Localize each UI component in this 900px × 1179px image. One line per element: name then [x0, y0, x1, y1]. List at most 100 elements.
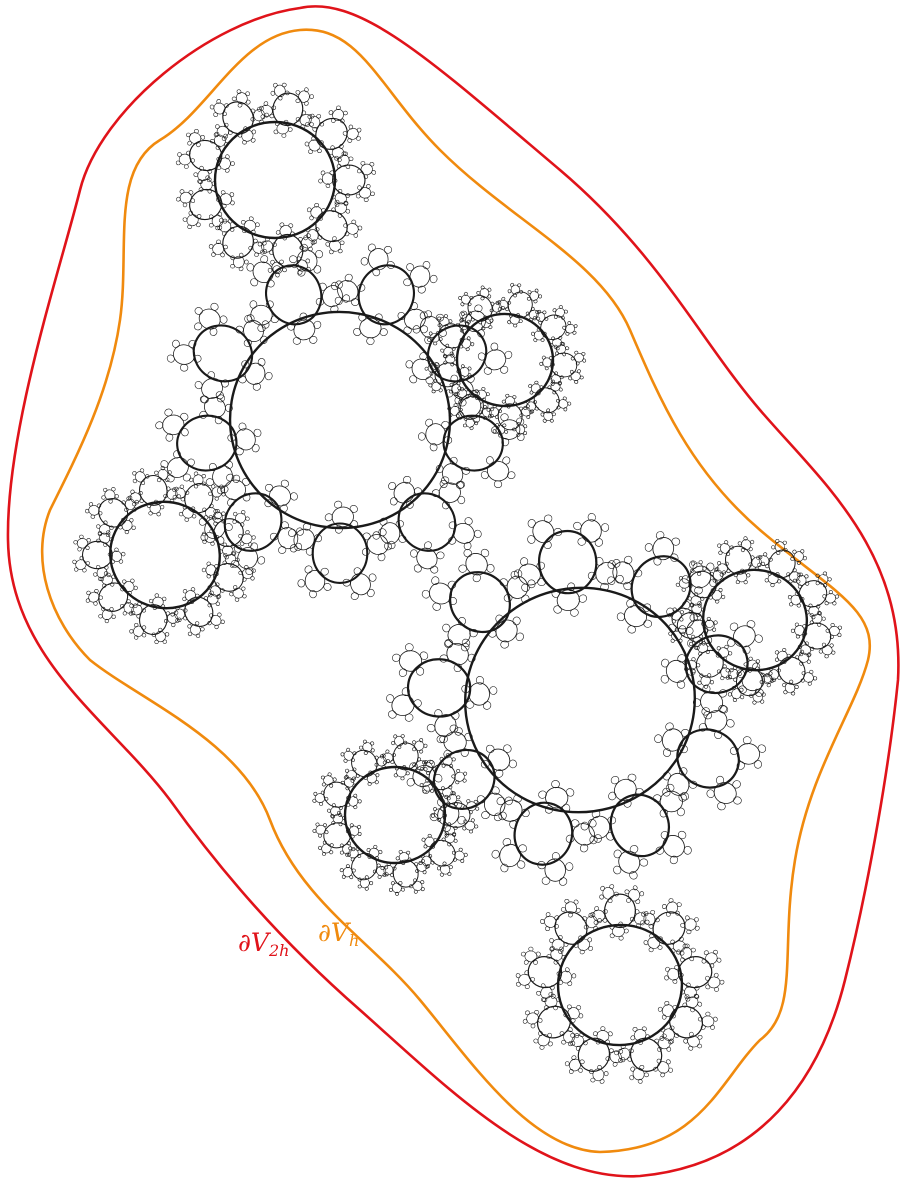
- fractal-loop: [316, 114, 321, 119]
- fractal-loop: [241, 586, 246, 591]
- fractal-loop: [809, 669, 814, 674]
- fractal-loop: [313, 265, 322, 275]
- fractal-loop: [689, 610, 694, 615]
- fractal-loop: [124, 507, 129, 512]
- fractal-loop: [121, 552, 125, 556]
- fractal-loop: [481, 810, 491, 819]
- fractal-loop: [619, 936, 624, 941]
- fractal-loop: [374, 780, 379, 785]
- fractal-loop: [448, 785, 452, 790]
- fractal-loop: [669, 1068, 673, 1072]
- fractal-loop: [453, 839, 457, 844]
- fractal-loop: [796, 603, 801, 608]
- fractal-loop: [577, 1067, 583, 1073]
- fractal-loop: [329, 850, 334, 855]
- fractal-loop: [684, 846, 692, 855]
- fractal-loop: [624, 889, 630, 895]
- fractal-loop: [515, 973, 520, 979]
- fractal-loop: [419, 749, 424, 754]
- fractal-loop: [263, 249, 267, 254]
- fractal-loop: [740, 695, 745, 700]
- fractal-loop: [679, 617, 683, 621]
- fractal-loop: [542, 357, 551, 367]
- fractal-loop: [691, 561, 695, 565]
- fractal-loop: [109, 607, 113, 611]
- fractal-loop: [464, 516, 474, 526]
- fractal-loop: [671, 639, 675, 643]
- fractal-loop: [529, 383, 564, 418]
- fractal-loop: [481, 387, 485, 391]
- fractal-loop: [438, 460, 467, 489]
- fractal-loop: [296, 99, 300, 103]
- fractal-loop: [461, 364, 466, 369]
- fractal-loop: [534, 960, 538, 964]
- fractal-loop: [818, 649, 823, 654]
- fractal-loop: [338, 248, 343, 253]
- fractal-loop: [669, 1038, 675, 1044]
- fractal-loop: [576, 1005, 582, 1011]
- fractal-loop: [164, 454, 192, 482]
- fractal-loop: [196, 222, 202, 228]
- fractal-loop: [118, 559, 123, 564]
- fractal-loop: [148, 511, 153, 516]
- fractal-loop: [423, 309, 433, 319]
- fractal-loop: [245, 91, 250, 97]
- fractal-loop: [257, 556, 266, 566]
- fractal-loop: [453, 726, 464, 737]
- fractal-loop: [264, 371, 273, 381]
- fractal-loop: [552, 604, 562, 614]
- fractal-loop: [733, 796, 742, 804]
- fractal-loop: [752, 700, 757, 705]
- fractal-loop: [561, 316, 565, 320]
- fractal-loop: [175, 160, 181, 166]
- fractal-loop: [155, 594, 159, 598]
- fractal-loop: [602, 909, 608, 915]
- fractal-loop: [796, 634, 800, 638]
- fractal-loop: [315, 822, 319, 826]
- fractal-loop: [320, 283, 346, 310]
- fractal-loop: [279, 222, 284, 227]
- fractal-loop: [548, 1041, 554, 1047]
- fractal-loop: [703, 950, 709, 956]
- fractal-loop: [387, 481, 397, 491]
- fractal-loop: [247, 264, 254, 272]
- fractal-loop: [612, 865, 622, 875]
- fractal-loop: [474, 421, 478, 425]
- fractal-loop: [429, 565, 439, 575]
- fractal-loop: [491, 849, 500, 859]
- fractal-loop: [193, 321, 203, 331]
- fractal-loop: [377, 875, 382, 880]
- fractal-loop: [387, 709, 397, 719]
- fractal-loop: [527, 519, 536, 529]
- fractal-loop: [580, 1059, 585, 1064]
- fractal-loop: [776, 551, 780, 555]
- fractal-loop: [563, 396, 567, 400]
- fractal-loop: [333, 165, 365, 195]
- fractal-loop: [345, 769, 349, 773]
- fractal-loop: [567, 981, 573, 987]
- fractal-loop: [294, 542, 303, 552]
- fractal-loop: [399, 850, 403, 854]
- fractal-loop: [529, 517, 557, 546]
- fractal-loop: [523, 431, 527, 435]
- fractal-loop: [540, 362, 543, 366]
- fractal-loop: [795, 685, 799, 689]
- fractal-loop: [361, 258, 368, 266]
- fractal-loop: [531, 332, 534, 336]
- fractal-loop: [571, 1055, 577, 1061]
- fractal-loop: [202, 568, 206, 572]
- fractal-loop: [493, 429, 496, 433]
- fractal-loop: [322, 782, 327, 787]
- fractal-loop: [420, 880, 424, 885]
- fractal-loop: [708, 577, 719, 588]
- fractal-loop: [172, 343, 196, 366]
- fractal-loop: [709, 572, 713, 576]
- fractal-loop: [391, 881, 395, 886]
- fractal-loop: [717, 669, 721, 673]
- fractal-loop: [572, 974, 576, 978]
- fractal-loop: [224, 168, 230, 174]
- fractal-loop: [323, 823, 327, 827]
- fractal-loop: [252, 382, 262, 392]
- fractal-loop: [367, 242, 377, 252]
- fractal-loop: [782, 683, 786, 687]
